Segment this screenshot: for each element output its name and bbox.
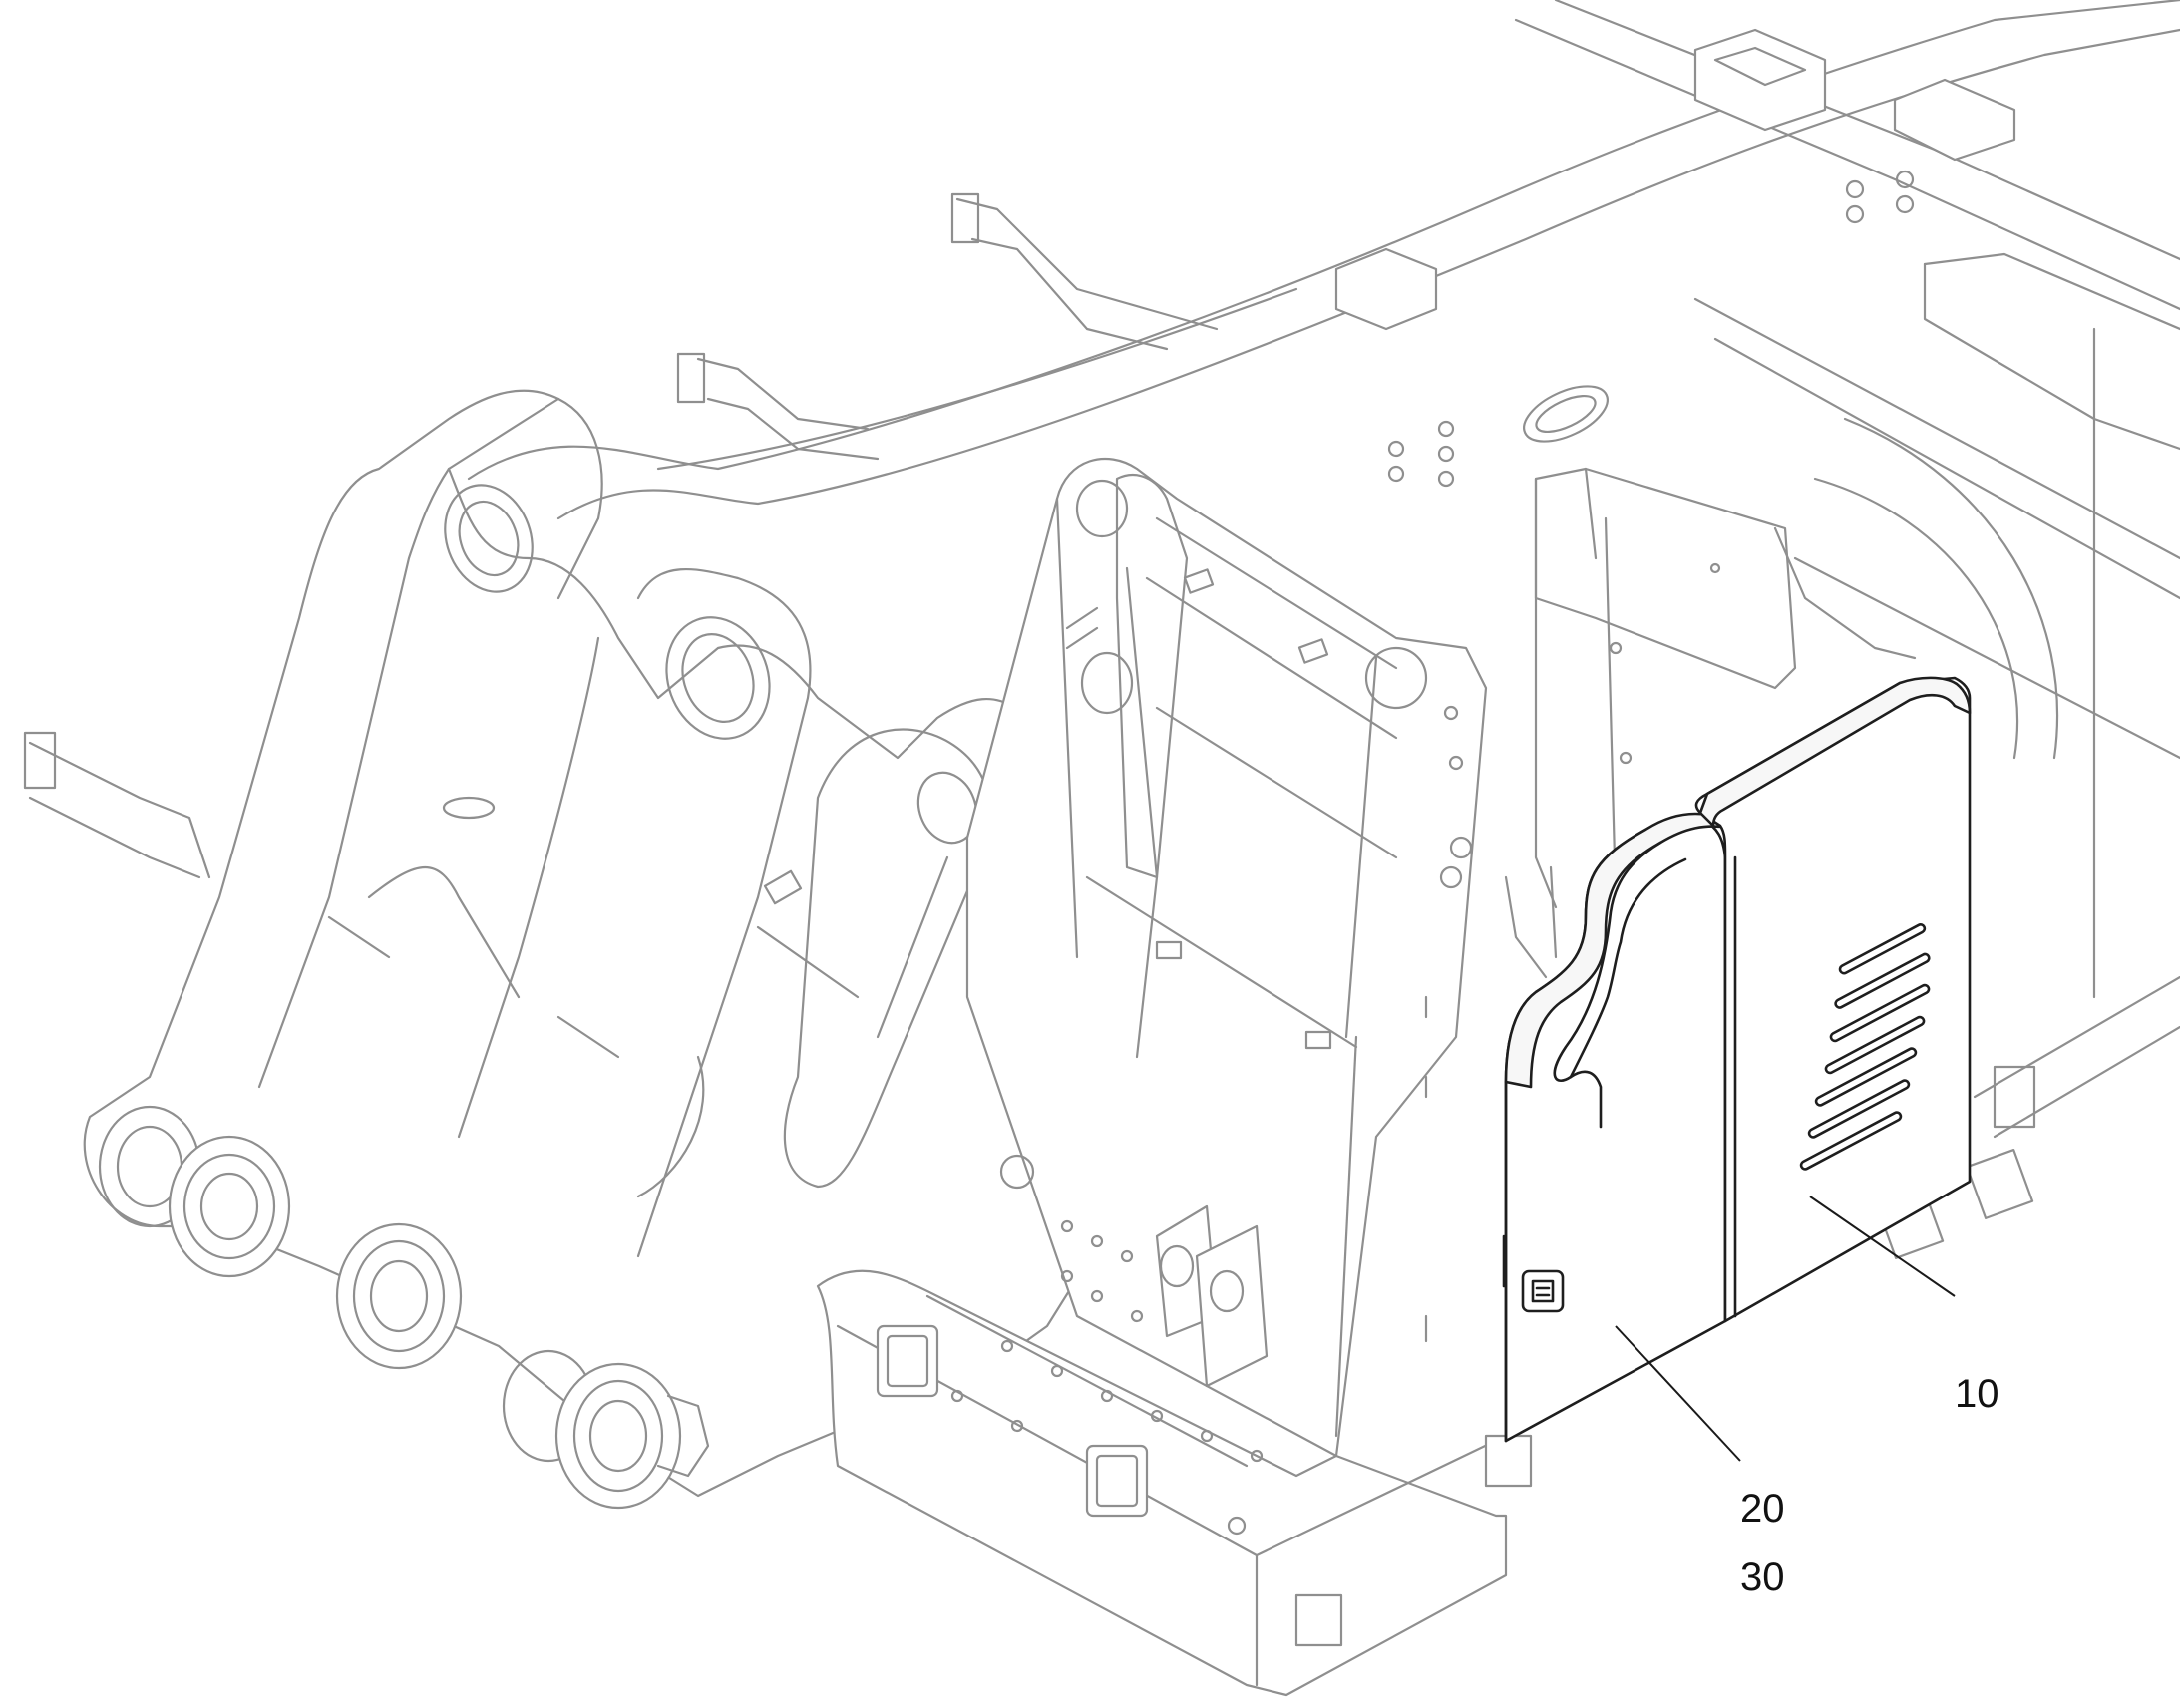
chassis-frame xyxy=(23,0,2180,1259)
vent-louvres xyxy=(1799,923,1931,1171)
lift-arm-assembly xyxy=(83,389,1099,1510)
engine-housing xyxy=(1504,467,1917,979)
front-base-frame xyxy=(816,1219,1533,1697)
latch-icon[interactable] xyxy=(1521,1269,1565,1313)
center-tower xyxy=(965,457,1488,1458)
callout-20: 20 xyxy=(1740,1487,1785,1531)
leader-20 xyxy=(1615,1325,1741,1462)
callout-10: 10 xyxy=(1955,1372,1999,1416)
callout-30: 30 xyxy=(1740,1555,1785,1599)
leader-lines xyxy=(1615,1196,1956,1462)
side-cover-panel-10 xyxy=(1694,676,1972,1323)
panel-assembly xyxy=(1502,676,1972,1443)
side-cover-panel-20 xyxy=(1502,812,1732,1443)
leader-10 xyxy=(1809,1196,1956,1297)
